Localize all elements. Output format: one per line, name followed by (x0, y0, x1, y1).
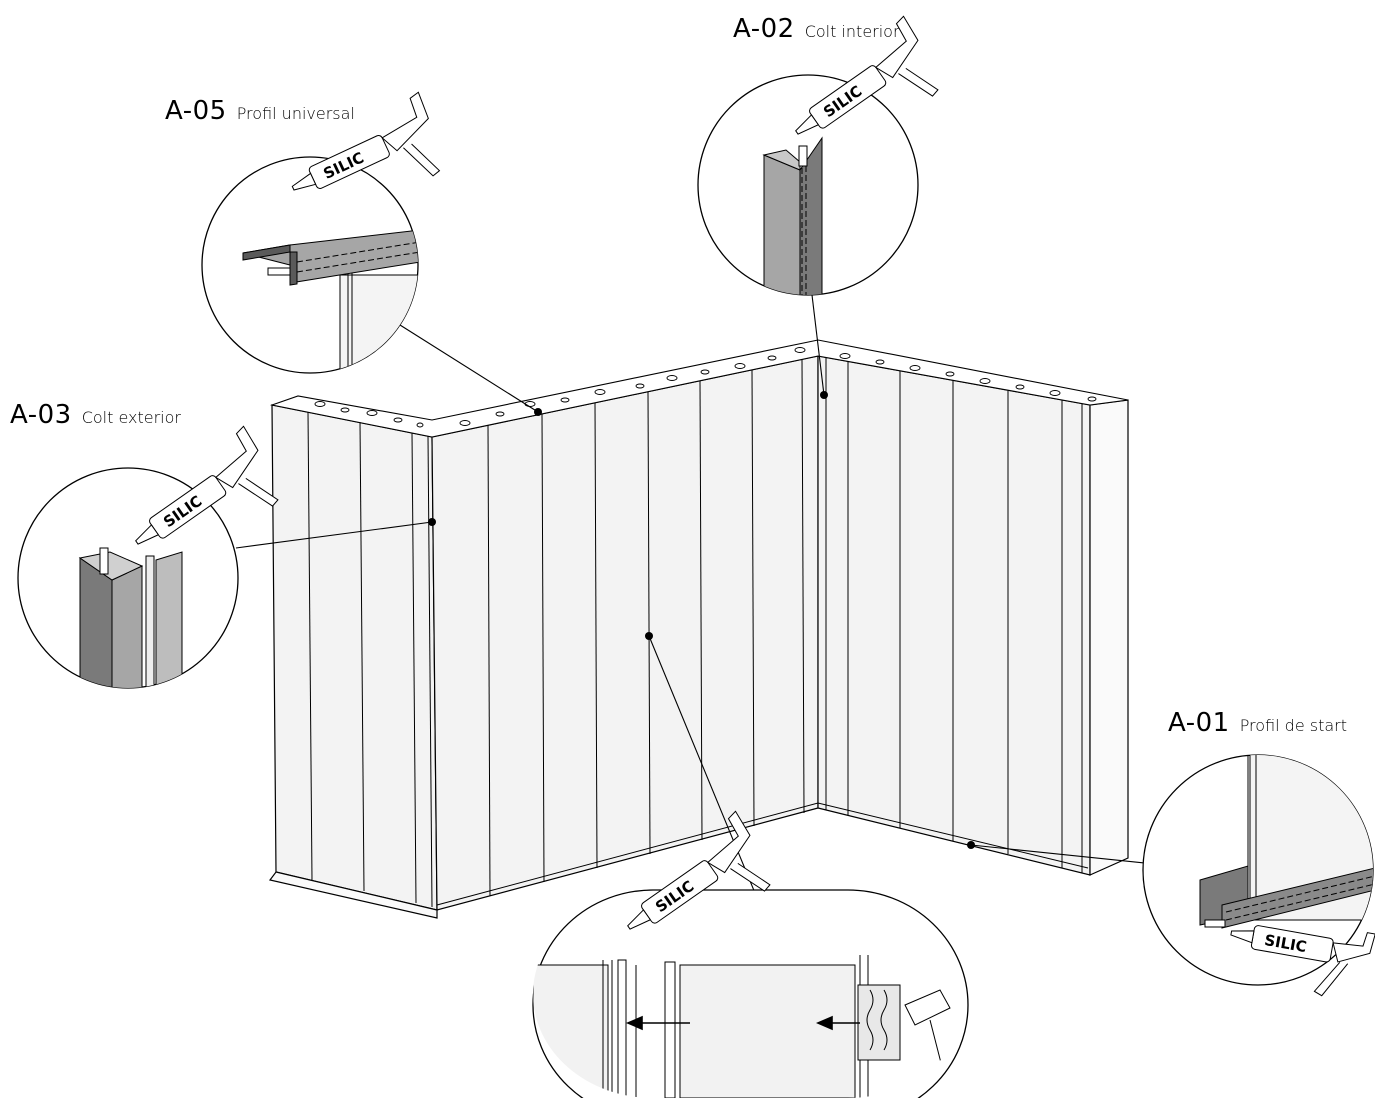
panel-seams-left (307, 411, 433, 908)
base-profile (436, 802, 1089, 906)
a02-marker-dot (820, 391, 828, 399)
callout-a02: A-02 Colt interior (733, 14, 900, 44)
detail-a02-circle (697, 74, 919, 296)
a03-marker-dot (428, 518, 436, 526)
a01-marker-dot (967, 841, 975, 849)
panel-seams-right (825, 358, 1083, 873)
callout-a05: A-05 Profil universal (165, 96, 355, 126)
wall-structure (268, 355, 1129, 919)
callout-a03: A-03 Colt exterior (10, 400, 181, 430)
callout-code: A-05 (165, 96, 227, 126)
detail-a01-circle (1142, 754, 1374, 986)
callout-name: Colt exterior (81, 408, 181, 427)
leader-dots (428, 391, 975, 849)
a05-marker-dot (534, 408, 542, 416)
callout-a01: A-01 Profil de start (1168, 708, 1347, 738)
callout-code: A-02 (733, 14, 795, 44)
panel-seams-center (487, 358, 805, 897)
callout-name: Colt interior (804, 22, 900, 41)
silicone-gun-a05: SILIC (291, 91, 441, 191)
callout-code: A-03 (10, 400, 72, 430)
panel-marker-dot (645, 632, 653, 640)
left-wall-base (268, 871, 438, 919)
detail-a05-circle (201, 156, 419, 374)
callout-code: A-01 (1168, 708, 1230, 738)
aggregate-pebbles (314, 347, 1097, 428)
push-arrows (625, 1015, 860, 1031)
silicone-gun-a01: SILIC (1230, 925, 1375, 997)
right-wall-face (817, 355, 1091, 876)
silicone-gun-bottom: SILIC (627, 810, 771, 930)
wall-top-edge (269, 339, 1129, 438)
callout-name: Profil universal (236, 104, 355, 123)
detail-panel-insertion (532, 889, 969, 1098)
right-wall-end (1089, 399, 1129, 876)
callout-name: Profil de start (1239, 716, 1348, 735)
